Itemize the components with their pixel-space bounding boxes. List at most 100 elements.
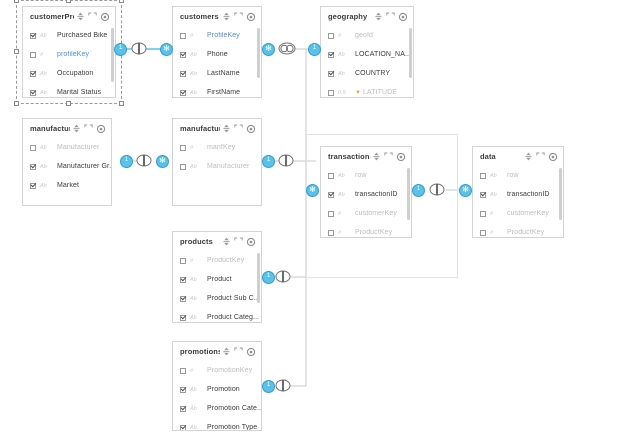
field-checkbox[interactable] <box>180 32 186 39</box>
table-header-customers[interactable]: customers <box>173 7 261 26</box>
relationship-badge-one-promotions[interactable]: 1 <box>262 380 275 393</box>
cardinality-one-to-one-icon[interactable] <box>131 42 147 55</box>
field-checkbox[interactable] <box>328 229 334 236</box>
relationship-badge-one-transactions-right[interactable]: 1 <box>412 184 425 197</box>
field-checkbox[interactable] <box>328 191 334 198</box>
table-card-manufacture[interactable]: manufacture...AbManufacturerAbManufactur… <box>22 118 112 206</box>
table-row[interactable]: #ProfileKey <box>173 26 261 45</box>
field-checkbox[interactable] <box>30 89 36 96</box>
settings-gear-icon[interactable] <box>395 151 406 162</box>
table-scrollbar[interactable] <box>257 28 260 78</box>
field-checkbox[interactable] <box>180 257 186 264</box>
table-scrollbar[interactable] <box>111 28 114 82</box>
relationship-badge-one-trunk[interactable]: 1 <box>262 155 275 168</box>
relationship-badge-one-manufacturers[interactable]: 1 <box>120 155 133 168</box>
field-checkbox[interactable] <box>30 51 36 58</box>
settings-gear-icon[interactable] <box>95 123 106 134</box>
table-header-geography[interactable]: geography <box>321 7 413 26</box>
table-row[interactable]: 0.9▼LATITUDE <box>321 83 413 97</box>
settings-gear-icon[interactable] <box>245 236 256 247</box>
expand-collapse-icon[interactable] <box>221 346 232 357</box>
relationship-badge-many-transactions-left[interactable]: ✻ <box>306 184 319 197</box>
relationship-badge-one-geography[interactable]: 1 <box>308 43 321 56</box>
relationship-badge-many-manufacture[interactable]: ✻ <box>156 155 169 168</box>
maximize-icon[interactable] <box>83 123 94 134</box>
resize-handle[interactable] <box>14 0 19 3</box>
table-header-manufacturers[interactable]: manufacturers <box>173 119 261 138</box>
settings-gear-icon[interactable] <box>245 11 256 22</box>
settings-gear-icon[interactable] <box>99 11 110 22</box>
maximize-icon[interactable] <box>383 151 394 162</box>
expand-collapse-icon[interactable] <box>221 11 232 22</box>
cardinality-one-to-one-icon-promotions[interactable] <box>275 379 291 392</box>
table-scrollbar[interactable] <box>559 168 562 220</box>
table-row[interactable]: #customerKey <box>473 204 563 223</box>
table-row[interactable]: #profileKey <box>23 45 115 64</box>
resize-handle[interactable] <box>14 101 19 106</box>
settings-gear-icon[interactable] <box>547 151 558 162</box>
field-checkbox[interactable] <box>180 386 186 393</box>
table-scrollbar[interactable] <box>409 28 412 78</box>
field-checkbox[interactable] <box>180 51 186 58</box>
field-checkbox[interactable] <box>180 276 186 283</box>
field-checkbox[interactable] <box>328 70 334 77</box>
cardinality-one-to-one-icon-products[interactable] <box>275 270 291 283</box>
field-checkbox[interactable] <box>30 163 36 170</box>
field-checkbox[interactable] <box>328 172 334 179</box>
field-checkbox[interactable] <box>180 89 186 96</box>
resize-handle[interactable] <box>119 101 124 106</box>
settings-gear-icon[interactable] <box>245 346 256 357</box>
relationship-badge-one-products[interactable]: 1 <box>262 271 275 284</box>
field-checkbox[interactable] <box>328 32 334 39</box>
resize-handle[interactable] <box>14 49 19 54</box>
relationship-badge-many[interactable]: ✻ <box>160 43 173 56</box>
field-checkbox[interactable] <box>180 295 186 302</box>
maximize-icon[interactable] <box>87 11 98 22</box>
cardinality-one-to-one-icon-manufacturers[interactable] <box>136 154 152 167</box>
expand-collapse-icon[interactable] <box>371 151 382 162</box>
expand-collapse-icon[interactable] <box>75 11 86 22</box>
maximize-icon[interactable] <box>233 236 244 247</box>
field-checkbox[interactable] <box>180 424 186 430</box>
cardinality-one-to-one-icon-data[interactable] <box>429 183 445 196</box>
field-checkbox[interactable] <box>30 144 36 151</box>
table-row[interactable]: #ProductKey <box>173 251 261 270</box>
cardinality-one-to-one-icon-trunk[interactable] <box>278 154 294 167</box>
field-checkbox[interactable] <box>480 191 486 198</box>
field-checkbox[interactable] <box>480 172 486 179</box>
maximize-icon[interactable] <box>535 151 546 162</box>
field-checkbox[interactable] <box>30 182 36 189</box>
table-scrollbar[interactable] <box>257 253 260 303</box>
settings-gear-icon[interactable] <box>245 123 256 134</box>
maximize-icon[interactable] <box>233 346 244 357</box>
maximize-icon[interactable] <box>233 11 244 22</box>
table-row[interactable]: #geoId <box>321 26 413 45</box>
field-checkbox[interactable] <box>30 70 36 77</box>
table-scrollbar[interactable] <box>407 168 410 220</box>
resize-handle[interactable] <box>66 101 71 106</box>
maximize-icon[interactable] <box>233 123 244 134</box>
table-header-promotions[interactable]: promotions <box>173 342 261 361</box>
table-header-data[interactable]: data <box>473 147 563 166</box>
cardinality-many-to-one-icon[interactable] <box>278 42 296 55</box>
